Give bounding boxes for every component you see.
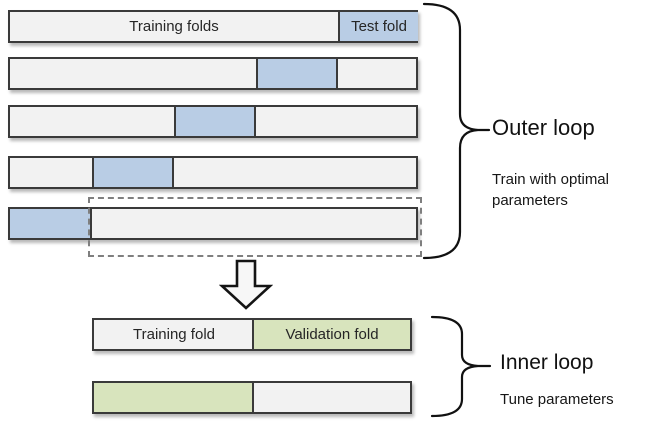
outer-fold-row-5 xyxy=(8,207,418,240)
outer-fold-row-1: Training folds Test fold xyxy=(8,10,418,43)
outer-loop-brace xyxy=(422,2,491,260)
test-fold-cell xyxy=(174,107,256,136)
inner-fold-row-2 xyxy=(92,381,412,414)
test-fold-label: Test fold xyxy=(351,18,407,35)
test-fold-cell xyxy=(92,158,174,187)
outer-fold-row-2 xyxy=(8,57,418,90)
test-fold-cell xyxy=(10,209,92,238)
inner-loop-title: Inner loop xyxy=(500,351,594,374)
validation-fold-label: Validation fold xyxy=(285,326,379,343)
test-fold-cell xyxy=(256,59,338,88)
test-fold-cell: Test fold xyxy=(338,12,418,41)
outer-loop-subtitle: Train with optimal parameters xyxy=(492,171,609,209)
training-folds-label: Training folds xyxy=(129,18,219,35)
inner-loop-subtitle: Tune parameters xyxy=(500,391,614,408)
inner-fold-row-1: Training fold Validation fold xyxy=(92,318,412,351)
outer-fold-row-4 xyxy=(8,156,418,189)
validation-fold-cell xyxy=(94,383,254,412)
down-arrow-icon xyxy=(219,259,273,310)
inner-loop-brace xyxy=(430,315,492,418)
outer-fold-row-3 xyxy=(8,105,418,138)
outer-loop-title: Outer loop xyxy=(492,115,595,140)
validation-fold-cell: Validation fold xyxy=(252,320,410,349)
dashed-training-outline xyxy=(88,197,422,257)
training-fold-label: Training fold xyxy=(133,326,215,343)
